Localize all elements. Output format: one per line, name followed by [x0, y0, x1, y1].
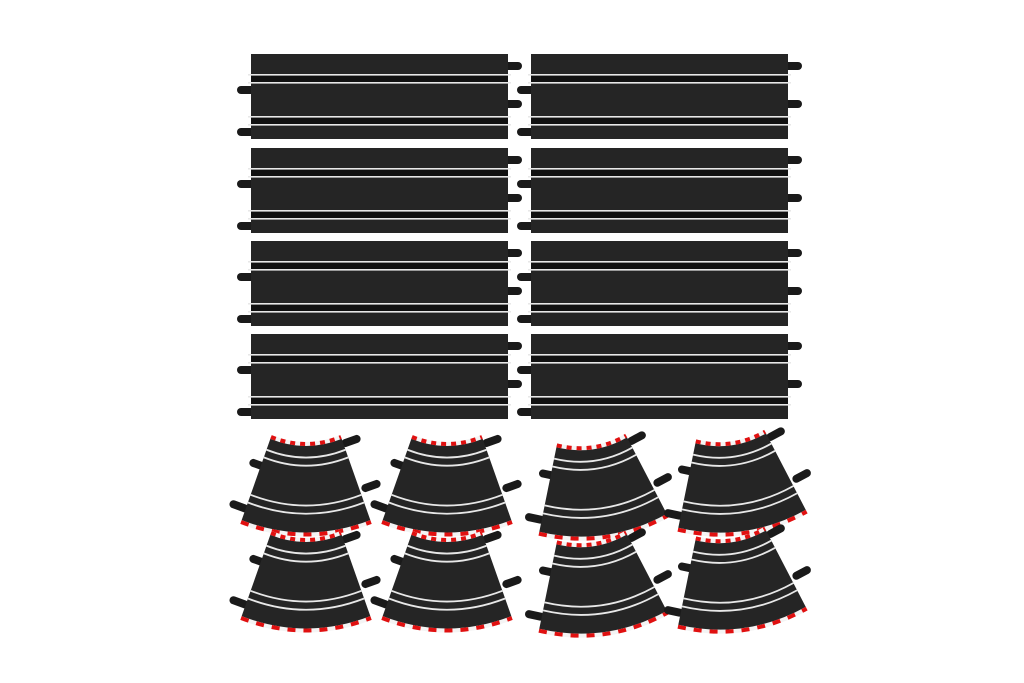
- curved-track-piece: [367, 431, 525, 537]
- straight-track-piece: [517, 148, 802, 233]
- straight-track-piece: [237, 148, 522, 233]
- curved-track-piece: [651, 420, 822, 546]
- curved-track-piece: [226, 527, 384, 633]
- straight-track-piece: [237, 54, 522, 139]
- straight-track-piece: [517, 54, 802, 139]
- straight-track-group: [237, 54, 802, 419]
- curved-track-piece: [367, 527, 525, 633]
- straight-track-piece: [517, 241, 802, 326]
- straight-track-piece: [237, 334, 522, 419]
- curved-track-piece: [226, 431, 384, 537]
- curved-track-group-right: [512, 420, 822, 647]
- curved-track-piece: [512, 521, 683, 647]
- curved-track-group-left: [226, 431, 525, 633]
- curved-track-piece: [512, 424, 683, 550]
- straight-track-piece: [237, 241, 522, 326]
- curved-track-piece: [651, 517, 822, 643]
- straight-track-piece: [517, 334, 802, 419]
